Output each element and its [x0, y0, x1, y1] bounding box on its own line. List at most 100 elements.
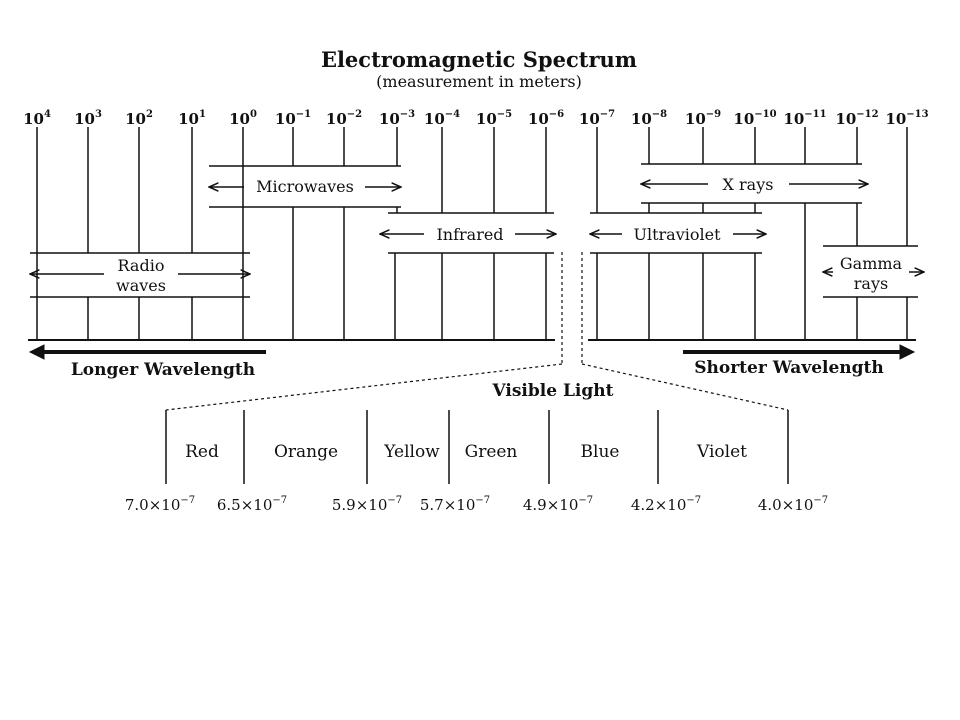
boundary-exponent: −7 — [272, 495, 287, 506]
scale-exponent: −3 — [400, 109, 415, 120]
visible-boundary-value: 4.2×10−7 — [631, 495, 701, 514]
infrared-band: Infrared — [380, 127, 556, 340]
scale-exponent: 4 — [44, 109, 51, 120]
boundary-exponent: −7 — [475, 495, 490, 506]
scale-exponent: −10 — [754, 109, 776, 120]
boundary-mantissa: 6.5×10 — [217, 496, 273, 514]
scale-label: 10−8 — [631, 109, 667, 128]
scale-base: 10 — [326, 110, 347, 128]
visible-gap-markers — [165, 252, 789, 411]
scale-label: 101 — [178, 109, 206, 128]
scale-exponent: −9 — [706, 109, 721, 120]
boundary-exponent: −7 — [180, 495, 195, 506]
scale-label: 10−13 — [885, 109, 928, 128]
scale-base: 10 — [275, 110, 296, 128]
scale-exponent: 3 — [95, 109, 102, 120]
shorter-wavelength-arrow — [683, 344, 916, 360]
scale-base: 10 — [424, 110, 445, 128]
longer-wavelength-arrow — [28, 344, 266, 360]
scale-label: 10−4 — [424, 109, 460, 128]
scale-exponent: −1 — [296, 109, 311, 120]
visible-color-label: Yellow — [383, 442, 440, 462]
scale-exponent: −13 — [906, 109, 928, 120]
ultraviolet-band: Ultraviolet — [590, 127, 766, 340]
scale-label: 103 — [74, 109, 102, 128]
scale-base: 10 — [631, 110, 652, 128]
visible-light-dividers — [165, 410, 789, 484]
scale-exponent: 2 — [146, 109, 153, 120]
visible-boundary-value: 4.9×10−7 — [523, 495, 593, 514]
scale-exponent: −7 — [600, 109, 615, 120]
scale-base: 10 — [579, 110, 600, 128]
scale-label: 10−3 — [379, 109, 415, 128]
scale-label: 10−9 — [685, 109, 721, 128]
visible-color-label: Red — [185, 442, 219, 462]
shorter-wavelength-label: Shorter Wavelength — [694, 358, 884, 378]
boundary-mantissa: 5.9×10 — [332, 496, 388, 514]
gamma-label-line2: rays — [854, 274, 888, 293]
visible-boundary-value: 6.5×10−7 — [217, 495, 287, 514]
radio-label-line2: waves — [116, 276, 166, 295]
visible-color-label: Orange — [274, 442, 338, 462]
radio-label-line1: Radio — [118, 256, 165, 275]
scale-label: 100 — [229, 109, 257, 128]
scale-base: 10 — [74, 110, 95, 128]
visible-color-label: Violet — [696, 442, 747, 462]
scale-label: 10−2 — [326, 109, 362, 128]
visible-boundary-value: 7.0×10−7 — [125, 495, 195, 514]
scale-base: 10 — [23, 110, 44, 128]
scale-base: 10 — [733, 110, 754, 128]
visible-boundary-value: 5.9×10−7 — [332, 495, 402, 514]
scale-label: 10−10 — [733, 109, 776, 128]
scale-base: 10 — [835, 110, 856, 128]
boundary-exponent: −7 — [387, 495, 402, 506]
scale-exponent: −4 — [445, 109, 460, 120]
scale-label: 10−1 — [275, 109, 311, 128]
xrays-band: X rays — [641, 127, 868, 340]
scale-label: 102 — [125, 109, 153, 128]
xrays-label: X rays — [723, 175, 774, 194]
scale-exponent: −6 — [549, 109, 564, 120]
scale-label: 10−6 — [528, 109, 564, 128]
visible-boundary-value: 4.0×10−7 — [758, 495, 828, 514]
scale-exponent: −2 — [347, 109, 362, 120]
longer-wavelength-label: Longer Wavelength — [71, 360, 255, 380]
scale-exponent: −11 — [804, 109, 826, 120]
gamma-band: Gamma rays — [823, 127, 924, 340]
boundary-mantissa: 4.9×10 — [523, 496, 579, 514]
microwaves-band: Microwaves — [209, 127, 401, 340]
infrared-label: Infrared — [436, 225, 503, 244]
scale-base: 10 — [476, 110, 497, 128]
boundary-mantissa: 7.0×10 — [125, 496, 181, 514]
scale-exponent: −5 — [497, 109, 512, 120]
scale-base: 10 — [783, 110, 804, 128]
boundary-exponent: −7 — [813, 495, 828, 506]
visible-light-title: Visible Light — [492, 381, 614, 401]
scale-exponent: −12 — [856, 109, 878, 120]
scale-label: 10−5 — [476, 109, 512, 128]
diagram-title: Electromagnetic Spectrum — [321, 47, 637, 72]
boundary-mantissa: 4.2×10 — [631, 496, 687, 514]
diagram-subtitle: (measurement in meters) — [376, 72, 582, 91]
visible-color-label: Green — [465, 442, 518, 462]
boundary-exponent: −7 — [578, 495, 593, 506]
boundary-exponent: −7 — [686, 495, 701, 506]
visible-boundary-value: 5.7×10−7 — [420, 495, 490, 514]
scale-base: 10 — [229, 110, 250, 128]
scale-base: 10 — [885, 110, 906, 128]
scale-exponent: 1 — [199, 109, 206, 120]
microwaves-label: Microwaves — [256, 177, 354, 196]
scale-base: 10 — [125, 110, 146, 128]
scale-base: 10 — [685, 110, 706, 128]
ultraviolet-label: Ultraviolet — [633, 225, 721, 244]
scale-label: 10−12 — [835, 109, 878, 128]
visible-color-label: Blue — [581, 442, 620, 462]
boundary-mantissa: 5.7×10 — [420, 496, 476, 514]
scale-base: 10 — [528, 110, 549, 128]
boundary-mantissa: 4.0×10 — [758, 496, 814, 514]
gamma-label-line1: Gamma — [840, 254, 903, 273]
scale-label: 104 — [23, 109, 51, 128]
